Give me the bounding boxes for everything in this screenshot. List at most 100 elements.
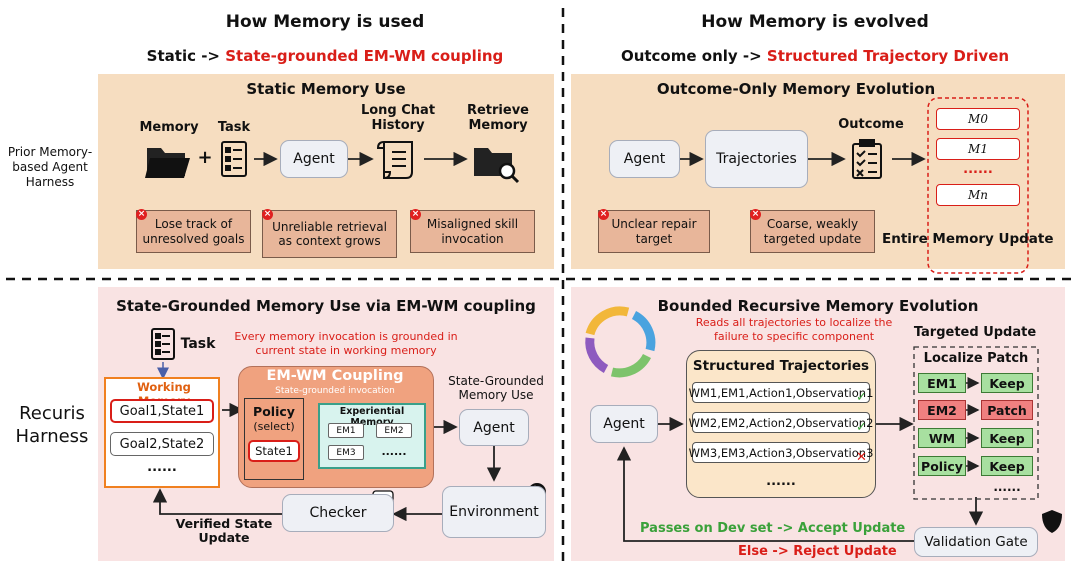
grounding-note: Every memory invocation is grounded in c… <box>216 330 476 358</box>
failure-box: Lose track of unresolved goals <box>136 210 251 253</box>
accept-label: Passes on Dev set -> Accept Update <box>640 521 906 536</box>
note-line: Every memory invocation is grounded in <box>234 330 458 343</box>
task-label: Task <box>180 336 216 352</box>
failure-box: Coarse, weakly targeted update <box>750 210 875 253</box>
trajectory-row: WM3,EM3,Action3,Observation3 <box>689 442 873 463</box>
policy-label: Policy (select) <box>244 404 304 435</box>
recuris-harness-label: Recuris Harness <box>12 402 92 449</box>
error-icon: × <box>598 209 609 220</box>
label-line: Verified State <box>175 516 273 531</box>
localize-patch-label: Localize Patch <box>923 351 1029 366</box>
memory-slot: Mn <box>936 184 1020 206</box>
error-icon: × <box>136 209 147 220</box>
folder-icon <box>145 148 190 178</box>
note-line: Reads all trajectories to localize the <box>695 316 893 329</box>
subtitle-prefix: Outcome only -> <box>620 47 762 65</box>
verified-update-label: Verified State Update <box>164 516 284 546</box>
label-line: based Agent <box>12 160 88 174</box>
trajectory-ellipsis: ...... <box>766 474 796 489</box>
memory-label: Memory <box>139 120 199 135</box>
label-line: Prior Memory- <box>7 145 93 159</box>
memory-slot: M1 <box>936 138 1020 160</box>
memory-ellipsis: ...... <box>963 162 993 177</box>
state-grounded-use-label: State-Grounded Memory Use <box>438 374 554 403</box>
panel-title: Outcome-Only Memory Evolution <box>656 80 936 98</box>
note-line: current state in working memory <box>255 343 437 357</box>
agent-box: Agent <box>280 140 348 178</box>
action-cell: Keep <box>981 373 1033 393</box>
task-label: Task <box>217 120 251 135</box>
structured-trajectories-title: Structured Trajectories <box>692 358 870 374</box>
component-cell: Policy <box>918 456 966 476</box>
label-line: Policy <box>253 404 295 419</box>
clipboard-icon <box>852 139 882 179</box>
cross-icon: ✕ <box>856 450 867 465</box>
static-subtitle: Static -> State-grounded EM-WM coupling <box>110 47 540 65</box>
error-icon: × <box>410 209 421 220</box>
label-line: State-Grounded <box>448 374 544 388</box>
label-line: Harness <box>15 426 89 448</box>
label-line: Update <box>198 530 250 546</box>
validation-gate-box: Validation Gate <box>914 527 1038 557</box>
coupling-subtitle: State-grounded invocation <box>275 386 395 396</box>
plus-sign: + <box>197 147 213 168</box>
note-line: failure to specific component <box>713 329 875 343</box>
task-checklist-icon <box>151 328 175 360</box>
subtitle-prefix: Static -> <box>146 47 220 65</box>
label-line: Memory <box>468 117 528 133</box>
checker-box: Checker <box>282 494 394 532</box>
action-cell: Keep <box>981 428 1033 448</box>
error-icon: × <box>750 209 761 220</box>
how-memory-used-title: How Memory is used <box>225 12 425 32</box>
panel-title: Static Memory Use <box>246 80 406 98</box>
coupling-title: EM-WM Coupling <box>266 368 404 384</box>
patch-ellipsis: ...... <box>993 480 1021 494</box>
em-item: EM1 <box>328 423 364 438</box>
failure-box: Misaligned skill invocation <box>410 210 535 253</box>
shield-icon <box>1042 510 1062 533</box>
memory-slot: M0 <box>936 108 1020 130</box>
panel-title: Bounded Recursive Memory Evolution <box>657 297 979 315</box>
label-line: Retrieve <box>466 103 530 118</box>
wm-ellipsis: ...... <box>147 460 177 475</box>
recycle-icon <box>585 306 656 378</box>
wm-item-active: Goal1,State1 <box>110 399 214 423</box>
subtitle-highlight: Structured Trajectory Driven <box>766 47 1010 65</box>
label-line: Recuris <box>19 403 85 424</box>
em-item: EM2 <box>376 423 412 438</box>
entire-update-label: Entire Memory Update <box>882 231 1054 247</box>
scroll-icon <box>376 141 413 180</box>
label-line: Memory Use <box>458 387 534 402</box>
policy-box <box>244 398 304 480</box>
state-box: State1 <box>248 440 300 462</box>
label-line: History <box>371 117 425 133</box>
environment-box: Environment <box>442 486 546 538</box>
trajectory-row: WM2,EM2,Action2,Observation2 <box>689 412 873 433</box>
targeted-update-label: Targeted Update <box>913 325 1037 340</box>
action-cell: Keep <box>981 456 1033 476</box>
failure-box: Unreliable retrieval as context grows <box>262 210 397 258</box>
localize-note: Reads all trajectories to localize the f… <box>664 316 924 344</box>
how-memory-evolved-title: How Memory is evolved <box>701 12 929 32</box>
error-icon: × <box>262 209 273 220</box>
check-icon: ✓ <box>856 390 867 405</box>
trajectory-row: WM1,EM1,Action1,Observation1 <box>689 382 873 403</box>
outcome-label: Outcome <box>838 117 904 132</box>
action-cell: Patch <box>981 400 1033 420</box>
panel-title: State-Grounded Memory Use via EM-WM coup… <box>116 297 536 315</box>
component-cell: WM <box>918 428 966 448</box>
retrieve-memory-label: Retrieve Memory <box>458 103 538 134</box>
trajectories-box: Trajectories <box>705 130 808 188</box>
folder-search-icon <box>474 148 520 184</box>
checklist-icon <box>221 141 247 177</box>
reject-label: Else -> Reject Update <box>738 544 897 559</box>
label-line: Long Chat <box>360 103 436 118</box>
outcome-subtitle: Outcome only -> Structured Trajectory Dr… <box>590 47 1040 65</box>
em-item: EM3 <box>328 445 364 460</box>
wm-item: Goal2,State2 <box>110 432 214 456</box>
experiential-title: Experiential Memory <box>339 406 405 428</box>
label-line: Harness <box>25 175 75 189</box>
check-icon: ✓ <box>856 420 867 435</box>
label-line: (select) <box>253 420 295 434</box>
